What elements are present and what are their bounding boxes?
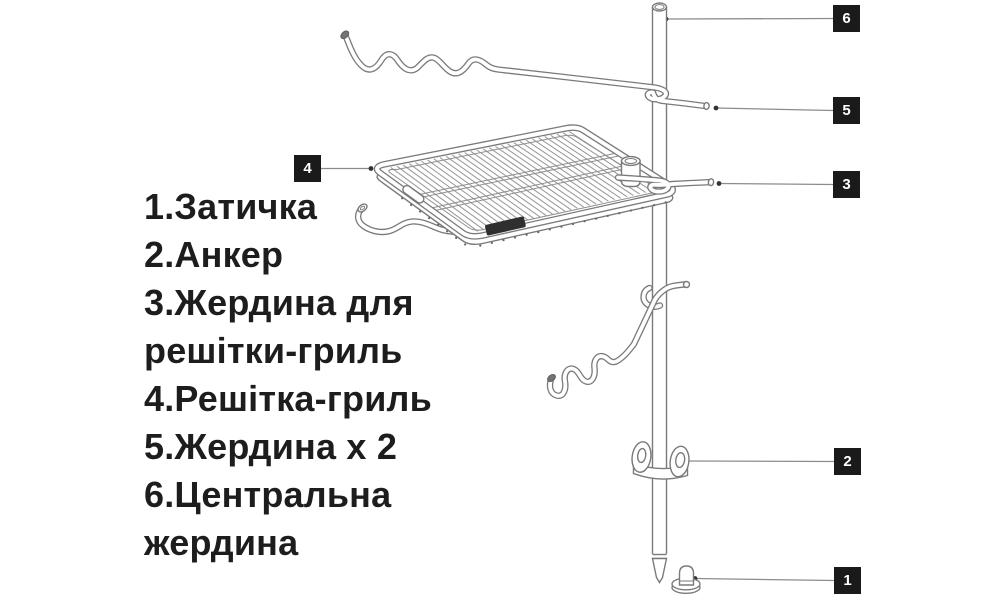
grate-pole-front: [614, 174, 715, 195]
grill-grate: [373, 124, 676, 247]
callout-label-2: 2: [834, 448, 861, 475]
pole-end-opening: [547, 373, 556, 383]
anchor-eye-right: [675, 452, 686, 469]
ground-anchor: [631, 441, 690, 480]
grate-mount-tab: [402, 184, 425, 204]
parts-list: 1.Затичка 2.Анкер 3.Жердина для решітки-…: [144, 183, 432, 567]
parts-list-line: решітки-гриль: [144, 330, 403, 371]
parts-list-line: 5.Жердина x 2: [144, 426, 398, 467]
callout-label-6: 6: [833, 5, 860, 32]
hanger-pole-top: [340, 30, 710, 111]
pole-ground-spike: [651, 557, 668, 584]
callout-label-3: 3: [833, 171, 860, 198]
parts-list-line: 2.Анкер: [144, 234, 284, 275]
parts-list-line: 6.Центральна: [144, 474, 392, 515]
callout-label-1: 1: [834, 567, 861, 594]
grate-edge-rivets: [401, 197, 667, 247]
pole-end-opening: [340, 30, 350, 40]
parts-list-line: 3.Жердина для: [144, 282, 414, 323]
parts-list-line: жердина: [144, 522, 299, 563]
parts-list-line: 4.Решітка-гриль: [144, 378, 432, 419]
parts-list-line: 1.Затичка: [144, 186, 318, 227]
grate-sleeve: [620, 155, 641, 188]
plug: [671, 565, 701, 595]
brand-mark: [485, 216, 526, 236]
callout-label-5: 5: [833, 97, 860, 124]
callout-label-4: 4: [294, 155, 321, 182]
hanger-pole-lower: [546, 280, 691, 399]
anchor-eye-left: [636, 447, 647, 464]
